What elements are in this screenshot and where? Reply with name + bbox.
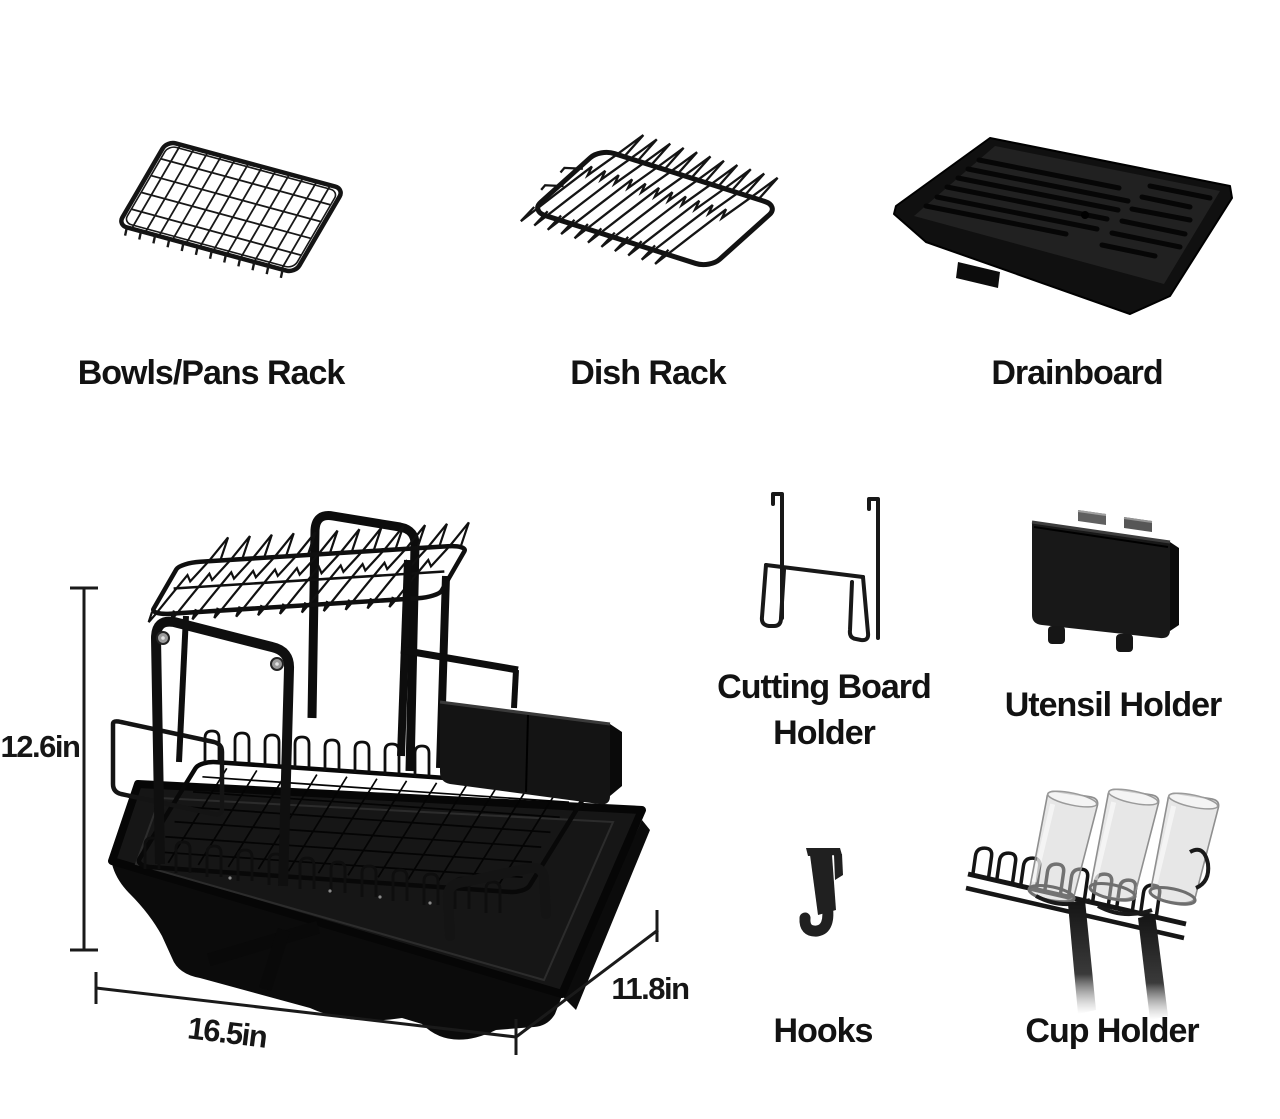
cup-holder-label: Cup Holder: [1025, 1012, 1199, 1050]
basket-handle: [442, 862, 551, 941]
cutting-board-holder-label-line2: Holder: [773, 714, 876, 752]
height-dimension-line: [70, 586, 98, 952]
cutting-board-holder-label-line1: Cutting Board: [717, 668, 932, 706]
front-arch-frame: [151, 616, 295, 887]
frame-screws: [156, 631, 284, 671]
tier-left-leg: [176, 615, 189, 763]
depth-dimension-line: [515, 910, 659, 1039]
glass-cups: [1026, 786, 1220, 908]
dish-rack-image: [520, 110, 830, 310]
lower-basket: [50, 731, 710, 1111]
dimension-lines: [70, 586, 659, 1055]
tray-body: [893, 137, 1233, 315]
tray-grooves: [923, 157, 1213, 259]
assembled-rack-image: [50, 466, 710, 1111]
hooks-label: Hooks: [773, 1012, 874, 1050]
depth-dimension-label: 11.8in: [611, 971, 690, 1006]
cup-holder-image: [965, 778, 1240, 1020]
side-rail: [110, 719, 225, 817]
mounting-clips: [1077, 510, 1153, 532]
hooks-image: [799, 848, 843, 937]
bowls-pans-rack-label: Bowls/Pans Rack: [77, 354, 346, 392]
dish-rack-label: Dish Rack: [570, 354, 726, 392]
drainboard-label: Drainboard: [991, 354, 1163, 392]
wire-grid: [105, 128, 360, 303]
drainboard-image: [893, 137, 1233, 315]
utensil-holder-image: [1031, 510, 1179, 652]
front-leg: [206, 920, 321, 992]
attached-utensil-holder: [439, 700, 622, 805]
bowls-pans-rack-image: [105, 128, 360, 303]
stand-legs: [1068, 900, 1168, 1020]
front-wires: [1035, 847, 1211, 917]
height-dimension-label: 12.6in: [0, 729, 81, 764]
upper-tier: [50, 466, 710, 623]
cutting-board-holder-image: [759, 492, 880, 643]
wire-frame: [520, 110, 830, 310]
cutting-board-holder-label: Cutting Board Holder: [674, 664, 974, 756]
utensil-holder-label: Utensil Holder: [1004, 686, 1222, 724]
